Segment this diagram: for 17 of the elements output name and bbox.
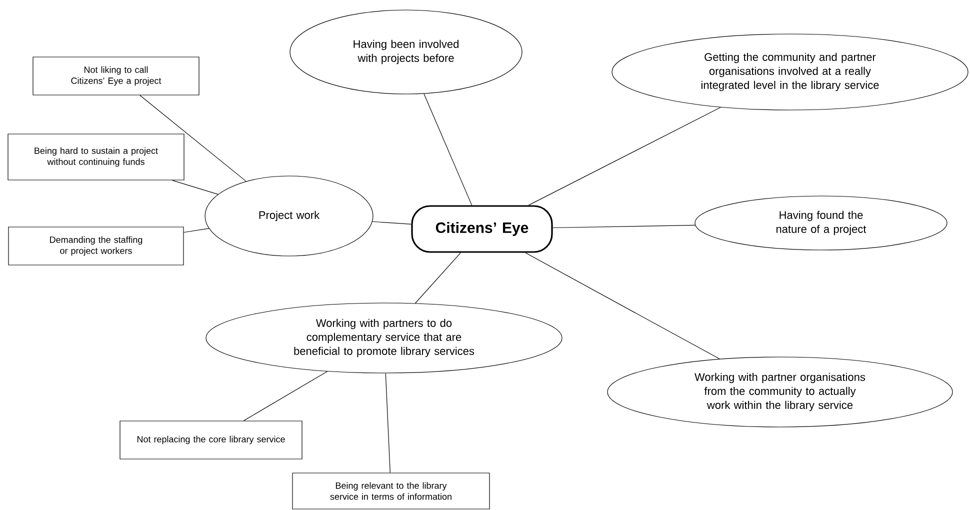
subtopic-box: Being relevant to the library service in terms of information [292,472,490,510]
connector-line [552,224,696,228]
connector-line [172,180,218,195]
connector-line [372,221,412,225]
subtopic-box: Not liking to call Citizens’ Eye a project [32,56,200,96]
connector-line [424,93,472,206]
central-topic-box: Citizens’ Eye [411,205,553,253]
connector-line [243,371,328,421]
connector-line [528,106,722,206]
connector-line [385,373,390,473]
subtopic-box: Demanding the staffing or project workers [8,226,184,266]
connector-line [184,228,210,233]
subtopic-box: Being hard to sustain a project without continuing funds [8,134,184,180]
connector-line [140,95,246,182]
subtopic-box: Not replacing the core library service [120,420,302,460]
connector-line [414,252,461,304]
connector-line [525,252,720,360]
